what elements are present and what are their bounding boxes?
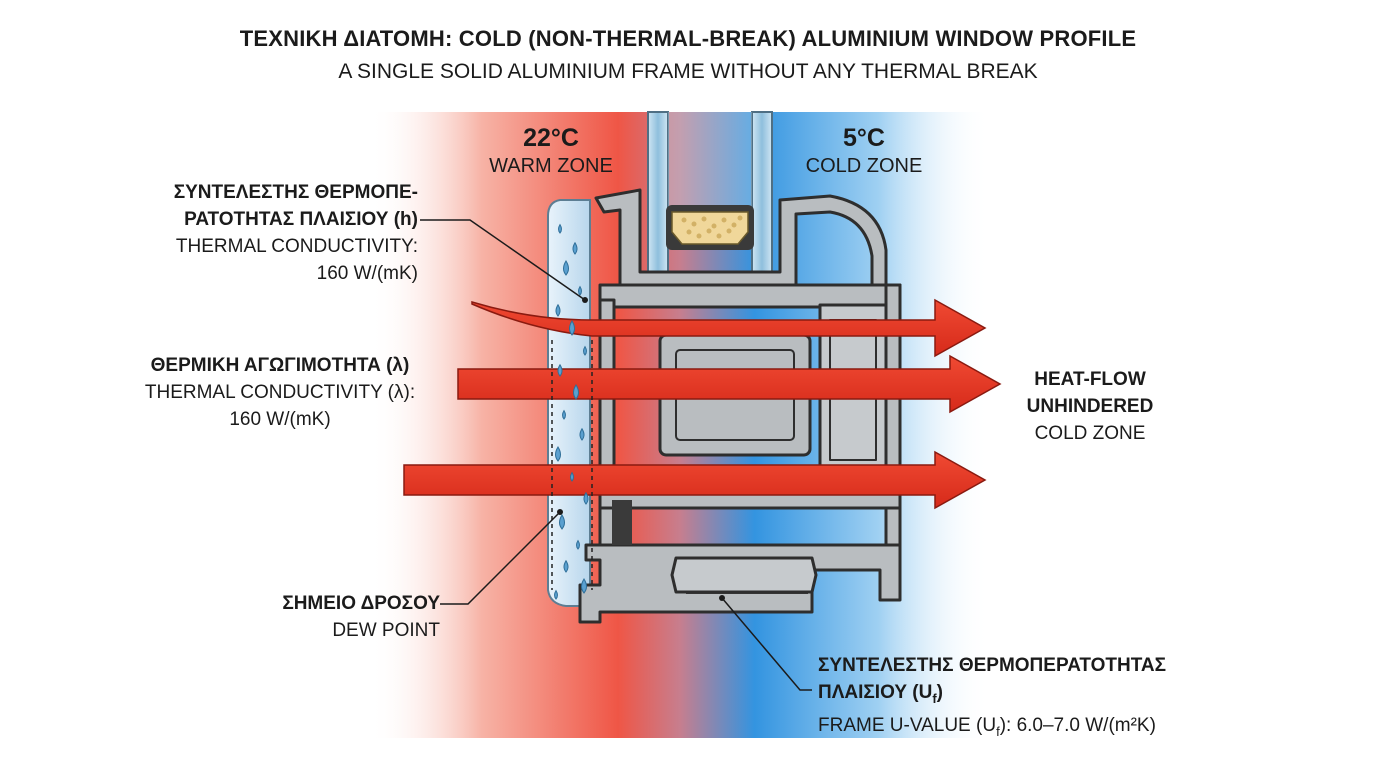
frame-u-value-label: ΣΥΝΤΕΛΕΣΤΗΣ ΘΕΡΜΟΠΕΡΑΤΟΤΗΤΑΣ ΠΛΑΙΣΙΟΥ (U… (818, 652, 1166, 745)
frame-conductivity-greek-1: ΣΥΝΤΕΛΕΣΤΗΣ ΘΕΡΜΟΠΕ- (173, 182, 418, 203)
frame-u-value-english: FRAME U-VALUE (Uf): 6.0–7.0 W/(m²K) (818, 714, 1156, 739)
heat-flow-arrows (403, 298, 1002, 510)
cold-zone-temperature: 5°C (843, 124, 885, 152)
condensation-droplet-icon (558, 223, 562, 234)
cold-zone-name: COLD ZONE (805, 155, 923, 177)
frame-conductivity-greek-2: ΡΑΤΟΤΗΤΑΣ ΠΛΑΙΣΙΟΥ (h) (184, 209, 418, 230)
condensation-droplet-icon (576, 539, 580, 550)
page-title: ΤΕΧΝΙΚΗ ΔΙΑΤΟΜΗ: COLD (NON-THERMAL-BREAK… (239, 26, 1137, 51)
frame-conductivity-label: ΣΥΝΤΕΛΕΣΤΗΣ ΘΕΡΜΟΠΕ- ΡΑΤΟΤΗΤΑΣ ΠΛΑΙΣΙΟΥ … (174, 179, 418, 287)
heat-flow-line-1: HEAT-FLOW (1034, 369, 1146, 390)
heat-flow-label: HEAT-FLOW UNHINDERED COLD ZONE (1020, 366, 1160, 447)
condensation-droplet-icon (573, 384, 579, 400)
leader-lines (420, 219, 812, 691)
thermal-conductivity-greek: ΘΕΡΜΙΚΗ ΑΓΩΓΙΜΟΤΗΤΑ (λ) (150, 355, 410, 376)
frame-u-value-greek-2: ΠΛΑΙΣΙΟΥ (Uf) (818, 682, 943, 706)
condensation-droplet-icon (583, 491, 589, 505)
leader-dot-dew-point (557, 509, 563, 515)
glazing-unit (647, 111, 773, 273)
frame-u-value-greek-1: ΣΥΝΤΕΛΕΣΤΗΣ ΘΕΡΜΟΠΕΡΑΤΟΤΗΤΑΣ (818, 655, 1167, 676)
condensation-droplet-icon (569, 320, 575, 336)
leader-u-value (721, 597, 812, 691)
heat-flow-arrow-icon (403, 450, 987, 510)
leader-frame-conductivity (420, 219, 586, 301)
warm-zone-name: WARM ZONE (489, 155, 613, 177)
condensation-droplet-icon (557, 363, 563, 377)
condensation-droplets (554, 223, 589, 600)
condensation-droplet-icon (583, 345, 587, 356)
condensation-droplet-icon (572, 241, 578, 255)
heat-flow-arrow-icon (471, 298, 987, 358)
leader-dew-point (440, 511, 561, 605)
condensation-droplet-icon (555, 303, 561, 317)
dew-point-label: ΣΗΜΕΙΟ ΔΡΟΣΟΥ DEW POINT (282, 590, 440, 644)
heat-flow-line-2: UNHINDERED (1026, 396, 1154, 417)
cold-zone-label: 5°C COLD ZONE (754, 124, 974, 178)
heat-flow-line-3: COLD ZONE (1034, 423, 1146, 444)
thermal-conductivity-label: ΘΕΡΜΙΚΗ ΑΓΩΓΙΜΟΤΗΤΑ (λ) THERMAL CONDUCTI… (140, 352, 420, 433)
leader-dot-u-value (719, 595, 725, 601)
dew-point-greek: ΣΗΜΕΙΟ ΔΡΟΣΟΥ (282, 593, 440, 614)
condensation-droplet-icon (581, 578, 587, 594)
condensation-droplet-icon (579, 427, 585, 441)
condensation-droplet-icon (559, 514, 565, 530)
warm-zone-label: 22°C WARM ZONE (441, 124, 661, 178)
warm-zone-temperature: 22°C (523, 124, 579, 152)
frame-conductivity-english: THERMAL CONDUCTIVITY: (175, 236, 418, 257)
condensation-droplet-icon (563, 559, 569, 573)
condensation-droplet-icon (555, 446, 561, 462)
condensation-droplet-icon (563, 260, 569, 276)
condensation-droplet-icon (570, 471, 574, 482)
condensation-droplet-icon (578, 285, 582, 296)
thermal-conductivity-value: 160 W/(mK) (229, 409, 331, 430)
thermal-conductivity-english: THERMAL CONDUCTIVITY (λ): (144, 382, 416, 403)
frame-conductivity-value: 160 W/(mK) (316, 263, 418, 284)
leader-dot-frame-conductivity (582, 297, 588, 303)
dew-point-english: DEW POINT (332, 620, 440, 641)
page-subtitle: A SINGLE SOLID ALUMINIUM FRAME WITHOUT A… (338, 60, 1038, 83)
condensation-droplet-icon (562, 409, 566, 420)
condensation-film (547, 199, 591, 607)
heat-flow-arrow-icon (457, 354, 1002, 414)
condensation-droplet-icon (554, 589, 558, 600)
